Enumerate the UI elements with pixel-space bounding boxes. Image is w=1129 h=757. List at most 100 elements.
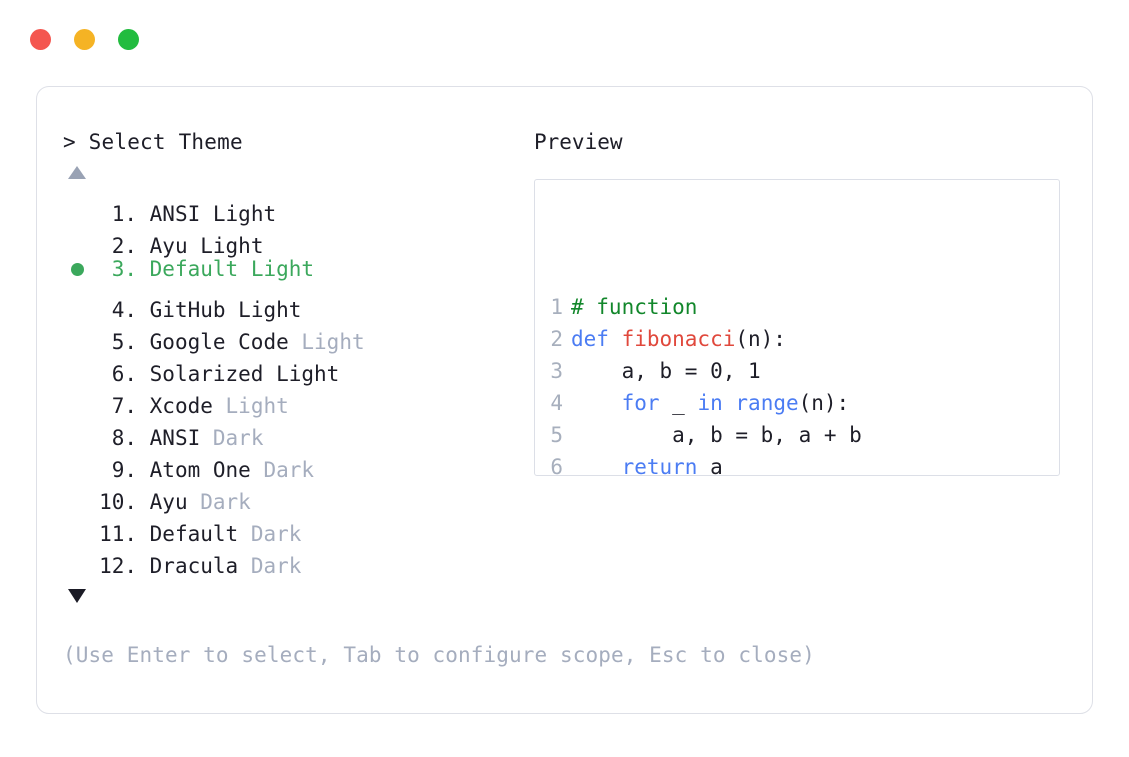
- theme-item-number: 7.: [111, 394, 137, 418]
- theme-item-mode: Dark: [250, 522, 302, 546]
- theme-item-spacer2: [251, 454, 264, 486]
- minimize-button[interactable]: [74, 28, 95, 50]
- theme-item-spacer: [137, 326, 150, 358]
- line-number: 6: [550, 455, 563, 476]
- theme-item-name: Ayu: [149, 490, 188, 514]
- theme-item-spacer2: [238, 518, 251, 550]
- code-token-kw: return: [621, 455, 698, 476]
- selection-bullet-slot: [63, 381, 97, 413]
- theme-list-item[interactable]: 12. Dracula Dark: [63, 541, 513, 578]
- theme-item-name: Google Code: [149, 330, 289, 354]
- theme-list-item[interactable]: 8. ANSI Dark: [63, 413, 513, 450]
- theme-list-item[interactable]: 9. Atom One Dark: [63, 445, 513, 482]
- theme-item-mode: Light: [200, 234, 264, 258]
- code-token-plain: a, b = 0, 1: [571, 359, 761, 383]
- theme-item-mode: Light: [238, 298, 302, 322]
- selection-bullet-slot: [63, 254, 97, 286]
- maximize-button[interactable]: [118, 28, 139, 50]
- theme-item-spacer2: [238, 253, 251, 285]
- triangle-up-icon[interactable]: [68, 166, 86, 179]
- selection-bullet-slot: [63, 221, 97, 253]
- theme-item-mode: Dark: [212, 426, 264, 450]
- code-token-kw: in: [697, 391, 723, 415]
- theme-list-item[interactable]: 6. Solarized Light: [63, 349, 513, 386]
- window-titlebar: [0, 0, 1129, 78]
- theme-item-spacer: [137, 294, 150, 326]
- theme-list-item[interactable]: 3. Default Light: [63, 253, 513, 285]
- theme-item-number: 12.: [99, 554, 137, 578]
- theme-item-spacer: [137, 253, 150, 285]
- triangle-down-icon[interactable]: [68, 589, 86, 603]
- code-token-call: range: [735, 391, 799, 415]
- theme-item-mode: Light: [276, 362, 340, 386]
- code-token-plain: a: [697, 455, 723, 476]
- theme-item-name: Xcode: [149, 394, 213, 418]
- theme-list-item[interactable]: 2. Ayu Light: [63, 221, 513, 258]
- theme-list-item[interactable]: 1. ANSI Light: [63, 189, 513, 226]
- theme-item-name: Solarized: [149, 362, 264, 386]
- theme-item-spacer: [137, 518, 150, 550]
- theme-item-name: ANSI: [149, 426, 201, 450]
- code-token-kw: for: [621, 391, 660, 415]
- theme-item-number: 4.: [111, 298, 137, 322]
- theme-item-mode: Light: [212, 202, 277, 226]
- selection-bullet-slot: [63, 477, 97, 509]
- code-token-plain: [571, 455, 622, 475]
- selection-bullet-slot: [63, 349, 97, 381]
- code-token-plain: [571, 391, 622, 415]
- theme-item-number: 1.: [111, 202, 137, 226]
- theme-item-mode: Dark: [263, 458, 315, 482]
- theme-item-spacer: [137, 486, 150, 518]
- selection-bullet-slot: [63, 317, 97, 349]
- theme-list-item[interactable]: 10. Ayu Dark: [63, 477, 513, 514]
- theme-item-spacer: [137, 454, 150, 486]
- theme-list-item[interactable]: 5. Google Code Light: [63, 317, 513, 354]
- code-line: 4 for _ in range(n):: [541, 387, 900, 419]
- code-token-plain: a, b = b, a + b: [571, 423, 862, 447]
- line-number: 5: [550, 423, 563, 447]
- selected-dot-icon: [71, 263, 84, 276]
- theme-item-number: 3.: [111, 257, 137, 281]
- theme-item-spacer2: [200, 422, 213, 454]
- line-number: 4: [550, 391, 563, 415]
- theme-item-name: ANSI: [149, 202, 201, 226]
- theme-item-spacer: [137, 550, 150, 582]
- theme-item-number: 9.: [111, 458, 137, 482]
- code-token-plain: [723, 391, 736, 415]
- theme-item-number: 11.: [99, 522, 137, 546]
- code-token-comment: # function: [571, 295, 698, 319]
- theme-list-item[interactable]: 7. Xcode Light: [63, 381, 513, 418]
- line-number: 1: [550, 295, 563, 319]
- close-button[interactable]: [30, 28, 51, 50]
- page-title: > Select Theme: [63, 130, 243, 154]
- theme-list-item[interactable]: 4. GitHub Light: [63, 285, 513, 322]
- code-token-plain: (n):: [735, 327, 786, 351]
- code-line: 3 a, b = 0, 1: [541, 355, 900, 387]
- keyboard-hint: (Use Enter to select, Tab to configure s…: [63, 643, 815, 667]
- line-number: 3: [550, 359, 563, 383]
- theme-item-name: Atom One: [149, 458, 251, 482]
- theme-item-spacer: [137, 358, 150, 390]
- theme-item-spacer: [137, 422, 150, 454]
- code-token-kw: def: [571, 327, 622, 351]
- theme-item-number: 8.: [111, 426, 137, 450]
- theme-item-spacer2: [213, 390, 226, 422]
- theme-list-item[interactable]: 11. Default Dark: [63, 509, 513, 546]
- theme-item-spacer2: [188, 486, 201, 518]
- code-token-fn: fibonacci: [621, 327, 736, 351]
- code-line: 1 # function: [541, 291, 900, 323]
- code-line: 2 def fibonacci(n):: [541, 323, 900, 355]
- theme-item-name: Dracula: [149, 554, 239, 578]
- line-number: 2: [550, 327, 563, 351]
- theme-item-number: 6.: [111, 362, 137, 386]
- theme-item-mode: Light: [250, 257, 315, 281]
- theme-item-mode: Light: [301, 330, 365, 354]
- code-token-plain: (n):: [798, 391, 850, 415]
